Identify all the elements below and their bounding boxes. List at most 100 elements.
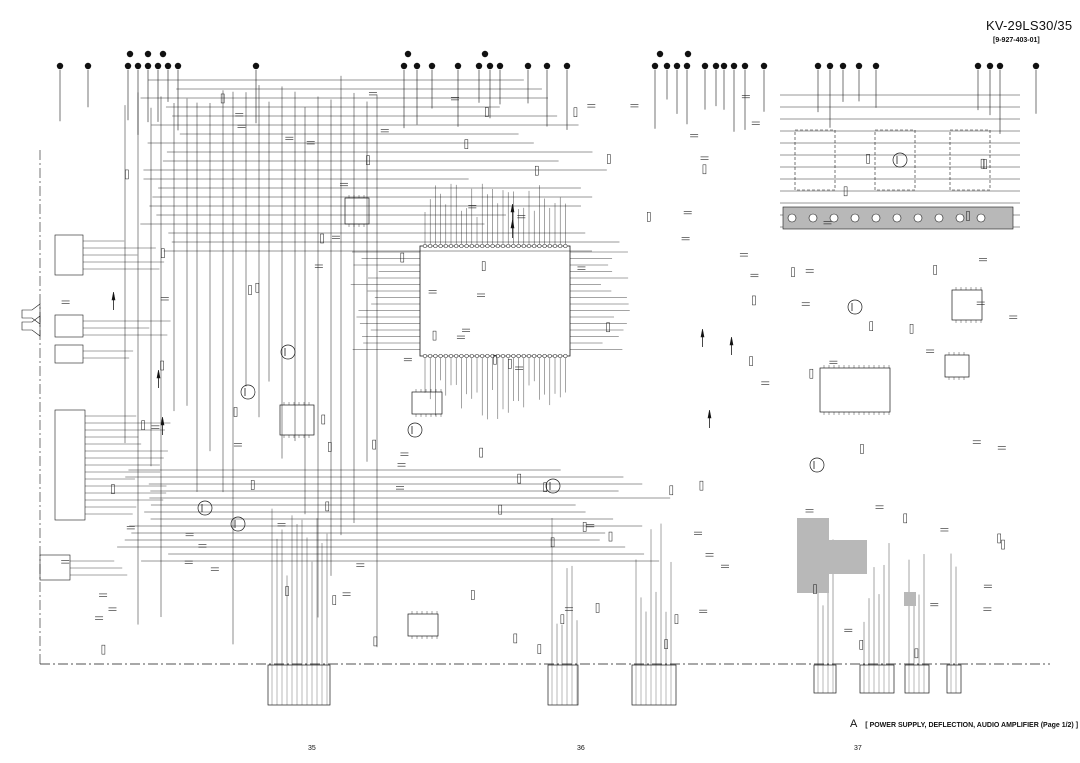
caption-title: [ POWER SUPPLY, DEFLECTION, AUDIO AMPLIF…	[865, 722, 1079, 729]
resistor-symbol	[481, 261, 486, 271]
ic-pin	[516, 243, 521, 249]
ic-pin	[459, 353, 464, 359]
ic-pin	[474, 353, 480, 359]
resistor-symbol	[485, 107, 489, 117]
ic-pin	[422, 243, 428, 249]
ic-pin	[443, 243, 448, 249]
small-ic	[411, 391, 443, 415]
signal-arrow	[729, 336, 734, 346]
ic-pin	[516, 353, 521, 359]
connector-dot	[454, 62, 462, 70]
main-ic-body	[419, 245, 571, 357]
transformer-block	[794, 129, 836, 191]
resistor-symbol	[479, 447, 483, 458]
speaker-symbol	[21, 303, 41, 325]
connector-dot	[404, 50, 412, 58]
ic-pin	[563, 243, 568, 249]
strip-terminal	[976, 213, 986, 223]
connector-dot	[159, 50, 167, 58]
resistor-symbol	[573, 107, 578, 117]
transformer-block	[874, 129, 916, 191]
page-number-middle: 36	[577, 745, 585, 752]
transistor-symbol	[280, 344, 296, 360]
strip-terminal	[808, 213, 818, 223]
resistor-symbol	[699, 480, 704, 491]
connector-dot	[814, 62, 822, 70]
ic-pin	[500, 243, 506, 249]
resistor-symbol	[674, 614, 679, 624]
connector-dot	[839, 62, 847, 70]
resistor-symbol	[513, 633, 518, 644]
resistor-symbol	[464, 139, 469, 149]
ic-pin	[490, 243, 495, 249]
ic-pin	[558, 243, 563, 249]
small-ic	[819, 367, 891, 413]
small-ic	[944, 354, 970, 378]
resistor-symbol	[161, 248, 165, 259]
resistor-symbol	[285, 586, 289, 596]
wiring	[39, 70, 1050, 665]
connector-dot	[563, 62, 571, 70]
connector-dot	[656, 50, 664, 58]
connector-dot	[996, 62, 1004, 70]
ic-pin	[537, 243, 542, 249]
transformer-block	[949, 129, 991, 191]
resistor-symbol	[903, 513, 908, 524]
ic-pin	[459, 243, 464, 249]
resistor-symbol	[560, 614, 565, 625]
small-ic	[344, 197, 370, 225]
resistor-symbol	[111, 484, 115, 494]
side-connector-block	[54, 344, 84, 364]
ic-pin	[500, 353, 506, 359]
transistor-symbol	[892, 152, 908, 168]
resistor-symbol	[813, 584, 817, 594]
shaded-module	[829, 540, 867, 574]
speaker-symbol	[21, 315, 41, 337]
connector-dot	[730, 62, 738, 70]
connector-dot	[986, 62, 994, 70]
bottom-connector	[946, 664, 962, 694]
resistor-symbol	[493, 354, 497, 365]
ic-pin	[495, 353, 500, 359]
connector-dot	[164, 62, 172, 70]
side-connector-block	[54, 409, 86, 521]
ic-pin	[532, 353, 537, 359]
ic-pin	[521, 243, 526, 249]
signal-arrow	[111, 291, 116, 301]
connector-dot	[524, 62, 532, 70]
bottom-connector	[904, 664, 930, 694]
resistor-symbol	[250, 480, 255, 490]
shaded-module	[797, 518, 829, 593]
resistor-symbol	[321, 414, 326, 425]
ic-pin	[532, 243, 537, 249]
resistor-symbol	[248, 285, 252, 295]
connector-dot	[684, 50, 692, 58]
strip-terminal	[787, 213, 797, 223]
ic-pin	[428, 243, 433, 249]
connector-dot	[252, 62, 260, 70]
resistor-symbol	[607, 154, 611, 164]
resistor-symbol	[537, 644, 542, 654]
strip-terminal	[892, 213, 902, 223]
ic-pin	[511, 243, 516, 249]
ic-pin	[495, 243, 500, 249]
connector-dot	[486, 62, 494, 70]
ic-pin	[454, 353, 459, 359]
connector-dot	[413, 62, 421, 70]
resistor-symbol	[255, 282, 260, 293]
resistor-symbol	[332, 595, 337, 605]
connector-dot	[855, 62, 863, 70]
resistor-symbol	[843, 186, 848, 197]
resistor-symbol	[980, 158, 985, 169]
shaded-module	[904, 592, 916, 606]
connector-dot	[154, 62, 162, 70]
strip-terminal	[913, 213, 923, 223]
resistor-symbol	[664, 639, 668, 649]
resistor-symbol	[809, 368, 814, 379]
strip-terminal	[829, 213, 839, 223]
resistor-symbol	[647, 212, 651, 222]
caption-letter: A	[850, 718, 858, 730]
connector-dot	[543, 62, 551, 70]
resistor-symbol	[669, 485, 674, 496]
ic-pin	[521, 353, 526, 359]
